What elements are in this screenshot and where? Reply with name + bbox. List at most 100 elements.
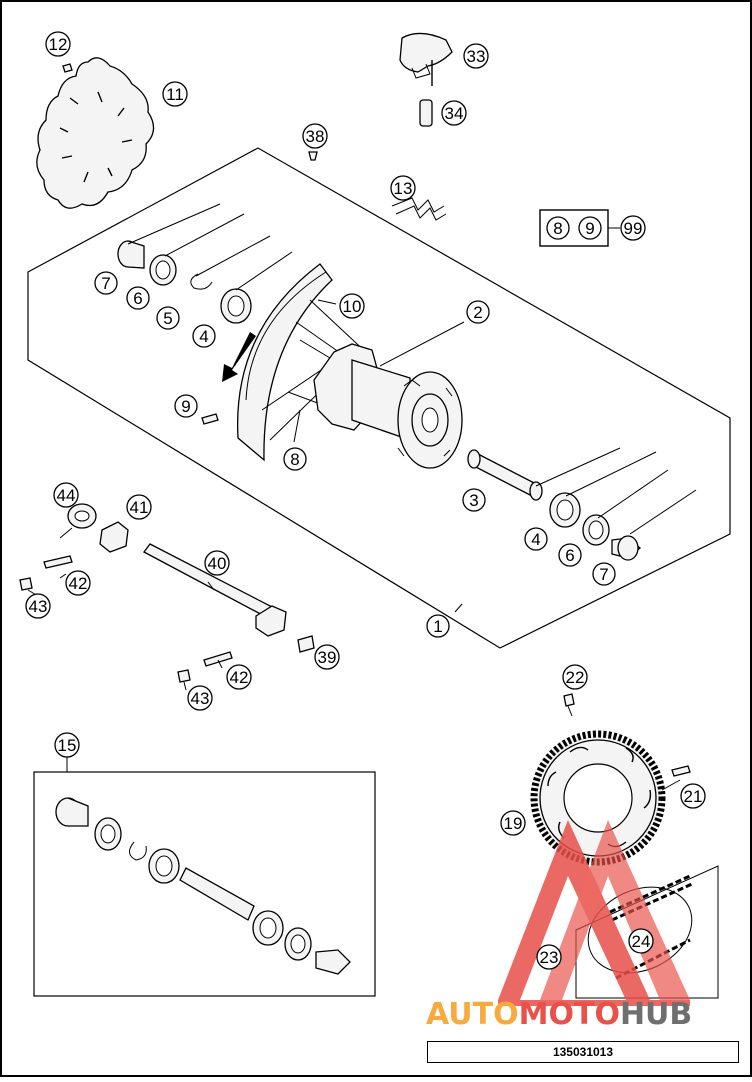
callout-number: 4: [531, 530, 540, 549]
callout-circle: [126, 494, 152, 520]
callout-c6a: 6: [126, 286, 150, 310]
callout-number: 4: [199, 327, 208, 346]
callout-c8: 8: [283, 447, 307, 471]
callout-c19: 19: [500, 810, 526, 836]
callout-circle: [441, 100, 467, 126]
callout-circle: [25, 593, 51, 619]
callout-circle: [426, 614, 450, 638]
callout-circle: [53, 482, 79, 508]
callout-circle: [156, 306, 180, 330]
callout-number: 42: [230, 668, 249, 687]
callout-c4b: 4: [524, 527, 548, 551]
direction-arrow: [222, 332, 256, 382]
callout-circle: [536, 944, 562, 970]
callout-c38: 38: [302, 123, 328, 149]
callout-number: 33: [467, 47, 486, 66]
wheel-hub: [313, 343, 463, 469]
callout-circle: [500, 810, 526, 836]
callout-circle: [187, 685, 213, 711]
callout-circle: [390, 175, 416, 201]
axle-clamp-part: [399, 32, 453, 86]
wheel-rim: [222, 263, 401, 462]
watermark-logo: [498, 820, 690, 1006]
callout-number: 1: [433, 617, 442, 636]
sprocket-nut: [563, 693, 575, 707]
callout-c40: 40: [204, 550, 230, 576]
callout-number: 8: [290, 450, 299, 469]
callout-circle: [54, 732, 80, 758]
callout-circle: [339, 293, 365, 319]
callout-number: 12: [49, 35, 68, 54]
callout-circle: [462, 488, 486, 512]
callout-circle: [45, 31, 71, 57]
callout-number: 10: [343, 297, 362, 316]
callout-circle: [628, 928, 654, 954]
callout-number: 7: [599, 565, 608, 584]
wheel-assembly-outline: [27, 147, 731, 649]
callout-circle: [162, 81, 188, 107]
callout-c11: 11: [162, 81, 188, 107]
callout-circle: [680, 783, 706, 809]
callout-circle: [466, 300, 490, 324]
callout-c42a: 42: [65, 570, 91, 596]
screw-9: [201, 413, 219, 425]
callout-number: 42: [69, 574, 88, 593]
callout-number: 6: [565, 546, 574, 565]
callout-circle: [192, 324, 216, 348]
spacer-tube: [467, 449, 543, 501]
callout-circle: [524, 527, 548, 551]
callout-c4a: 4: [192, 324, 216, 348]
bearing-kit-box: [33, 755, 376, 997]
bearings-left: [117, 240, 252, 324]
callout-c7b: 7: [592, 562, 616, 586]
callout-c41: 41: [126, 494, 152, 520]
brake-disc: [36, 57, 155, 209]
callout-number: 8: [553, 219, 562, 238]
callout-number: 19: [504, 814, 523, 833]
callout-number: 11: [166, 85, 184, 104]
callout-c13: 13: [390, 175, 416, 201]
callout-number: 43: [191, 689, 210, 708]
callout-circle: [204, 550, 230, 576]
callout-c39: 39: [314, 644, 340, 670]
callout-c10: 10: [339, 293, 365, 319]
callout-c34: 34: [441, 100, 467, 126]
callout-c2: 2: [466, 300, 490, 324]
callout-circle: [578, 216, 602, 240]
callout-number: 15: [58, 736, 77, 755]
watermark-text: AUTOMOTOHUB: [426, 997, 692, 1032]
callout-c23: 23: [536, 944, 562, 970]
bearings-right: [549, 492, 642, 561]
watermark-word-part2: MOTO: [519, 997, 620, 1032]
callout-number: 41: [130, 498, 149, 517]
callout-circle: [592, 562, 616, 586]
callout-circle: [65, 570, 91, 596]
callout-kit_result: 99: [620, 215, 646, 241]
callout-circle: [94, 271, 118, 295]
callout-circle: [226, 664, 252, 690]
screw-38: [308, 151, 318, 161]
callout-number: 34: [445, 104, 464, 123]
callout-c24: 24: [628, 928, 654, 954]
document-number: 135031013: [427, 1041, 739, 1063]
callout-number: 43: [29, 597, 48, 616]
callout-number: 13: [394, 179, 413, 198]
sprocket-bolt: [671, 765, 691, 777]
callout-c44: 44: [53, 482, 79, 508]
watermark-word-part3: HUB: [620, 997, 692, 1032]
callout-number: 9: [181, 397, 190, 416]
callout-number: 39: [318, 648, 337, 667]
callout-number: 40: [208, 554, 227, 573]
callout-c43a: 43: [25, 593, 51, 619]
callout-circle: [174, 394, 198, 418]
spoke-set: [391, 197, 447, 221]
callout-c42b: 42: [226, 664, 252, 690]
callout-number: 99: [624, 219, 643, 238]
callout-c15: 15: [54, 732, 80, 758]
watermark-word-part1: AUTO: [426, 997, 519, 1032]
callout-circle: [546, 216, 570, 240]
callout-number: 22: [566, 668, 585, 687]
